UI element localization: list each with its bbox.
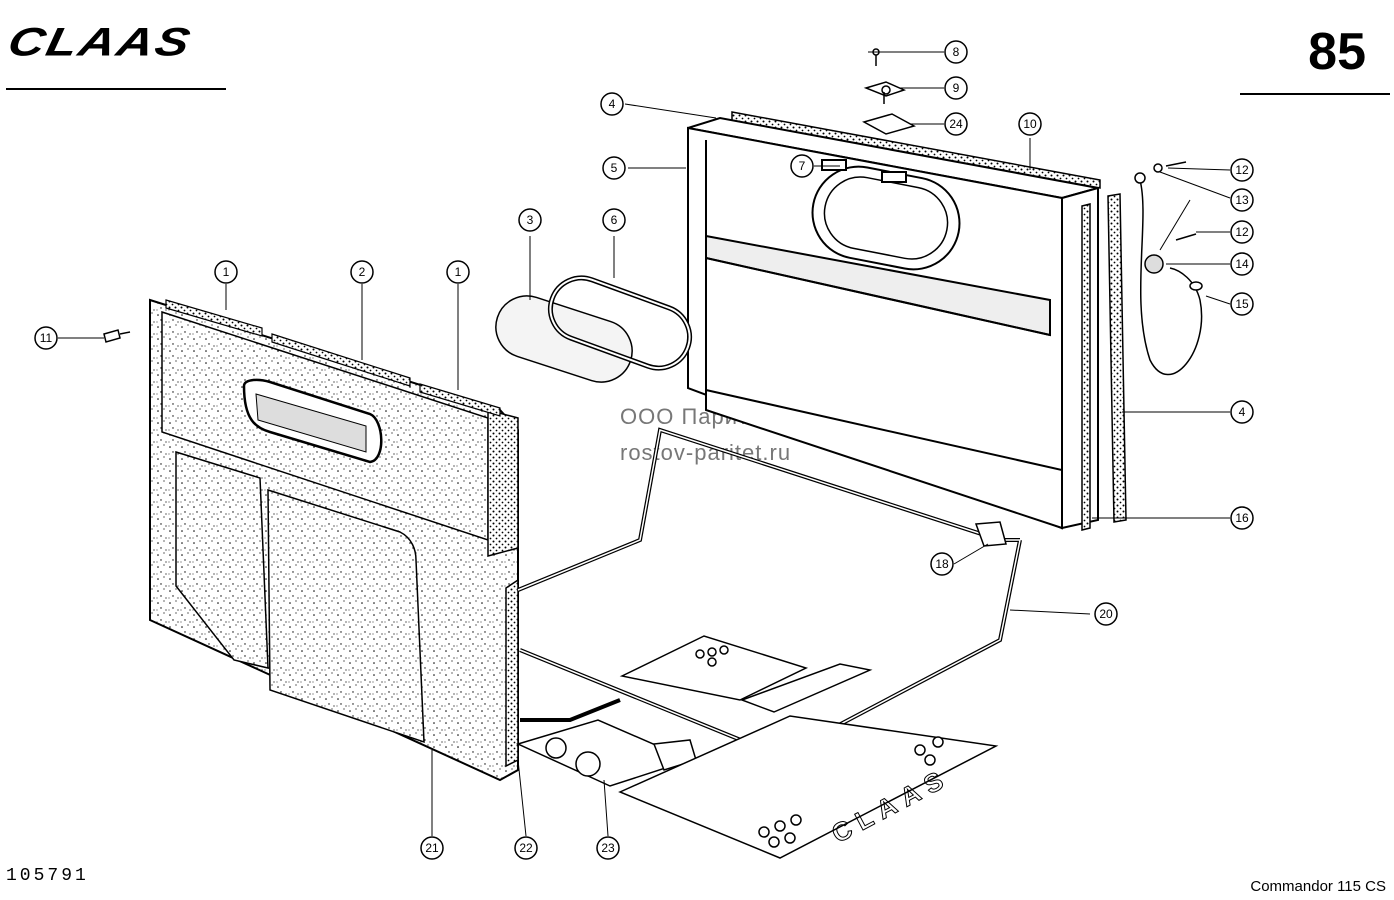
- window-rubber-seal: [547, 275, 693, 371]
- callout-12-top: 12: [1235, 163, 1249, 177]
- callout-2: 2: [359, 265, 366, 279]
- top-seal-strip-left: [165, 299, 263, 337]
- edge-seal-strip-top: [487, 409, 519, 557]
- callout-10: 10: [1023, 117, 1037, 131]
- window-glass: [495, 295, 633, 383]
- callout-1-right: 1: [455, 265, 462, 279]
- front-insulation-panel: [149, 298, 519, 782]
- edge-seal-strip-bottom: [505, 578, 519, 768]
- callout-circles: [34, 40, 1254, 860]
- callout-1-left: 1: [223, 265, 230, 279]
- bracket: [974, 521, 1007, 547]
- logo-underline: [6, 88, 226, 90]
- callout-8: 8: [953, 45, 960, 59]
- callout-23: 23: [601, 841, 615, 855]
- callout-22: 22: [519, 841, 533, 855]
- model-name: Commandor 115 CS: [1250, 878, 1386, 895]
- callout-14: 14: [1235, 257, 1249, 271]
- callout-15: 15: [1235, 297, 1249, 311]
- page-number: 85: [1308, 23, 1366, 81]
- callout-18: 18: [935, 557, 949, 571]
- callout-6: 6: [611, 213, 618, 227]
- callout-11: 11: [40, 331, 53, 345]
- floor-frame-inner: [517, 429, 1021, 757]
- grounding-cable: [1134, 161, 1203, 376]
- rear-frame-panel: [687, 116, 1099, 530]
- callout-21: 21: [425, 841, 439, 855]
- callout-4-top: 4: [609, 97, 616, 111]
- callout-13: 13: [1235, 193, 1249, 207]
- page-number-underline: [1240, 93, 1390, 95]
- callout-24: 24: [949, 117, 963, 131]
- top-seal-strip-middle: [271, 333, 411, 387]
- floor-mats: CLAAS: [515, 635, 999, 859]
- callout-3: 3: [527, 213, 534, 227]
- drawing-number: 105791: [6, 866, 89, 886]
- callout-4-right: 4: [1239, 405, 1246, 419]
- callout-16: 16: [1235, 511, 1249, 525]
- right-gasket-strip: [1107, 193, 1127, 523]
- callout-20: 20: [1099, 607, 1113, 621]
- callout-9: 9: [953, 81, 960, 95]
- leader-lines: [58, 51, 1231, 837]
- top-seal-strip: [731, 111, 1101, 189]
- callout-7: 7: [799, 159, 806, 173]
- callout-5: 5: [611, 161, 618, 175]
- callout-labels: 8 9 4 24 10 5 7 12 13 3 6 12 1 2 1 14 15…: [40, 45, 1249, 855]
- screw: [103, 329, 131, 343]
- right-seal-strip: [1081, 203, 1091, 531]
- callout-12-bottom: 12: [1235, 225, 1249, 239]
- small-hardware: [862, 48, 916, 135]
- top-seal-strip-right: [419, 383, 501, 417]
